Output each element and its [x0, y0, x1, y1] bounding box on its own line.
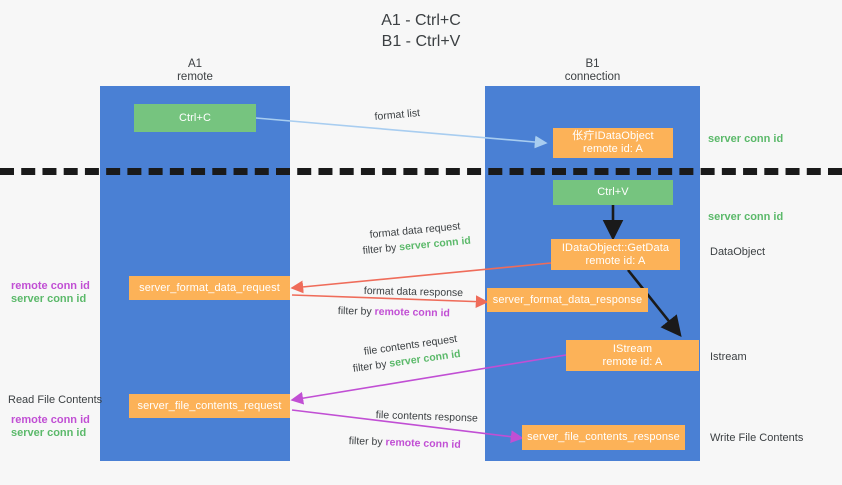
- right-label-server-conn-id-mid: server conn id: [708, 211, 784, 223]
- node-ctrl-c[interactable]: Ctrl+C: [134, 104, 256, 132]
- edge-label-format-data-response: format data response: [363, 284, 464, 300]
- filter-prefix: filter by: [362, 241, 400, 257]
- filter-prefix: filter by: [352, 357, 391, 375]
- left-label-read-file-contents: Read File Contents: [8, 394, 103, 406]
- left-label-remote-conn-id-upper: remote conn id: [11, 280, 90, 292]
- left-label-remote-conn-id-lower: remote conn id: [11, 414, 90, 426]
- edge-label-file-contents-response: file contents response: [375, 408, 479, 425]
- right-label-server-conn-id-top: server conn id: [708, 133, 784, 145]
- node-idataobject-getdata[interactable]: IDataObject::GetData remote id: A: [551, 239, 680, 270]
- diagram-title: A1 - Ctrl+C B1 - Ctrl+V: [381, 12, 461, 50]
- filter-prefix: filter by: [348, 434, 386, 449]
- right-label-write-file-contents: Write File Contents: [710, 432, 804, 444]
- edge-label-format-list: format list: [374, 107, 421, 123]
- node-server-file-contents-response[interactable]: server_file_contents_response: [522, 425, 685, 450]
- filter-key-remote-conn-id: remote conn id: [374, 305, 450, 320]
- right-label-dataobject: DataObject: [710, 246, 766, 258]
- edge-label-file-contents-response-filter: filter by remote conn id: [349, 434, 461, 452]
- right-label-istream: Istream: [710, 351, 747, 363]
- node-server-format-data-request[interactable]: server_format_data_request: [129, 276, 290, 300]
- filter-key-remote-conn-id: remote conn id: [385, 436, 461, 451]
- left-label-server-conn-id-lower: server conn id: [11, 427, 87, 439]
- lane-header-b1-connection: B1 connection: [564, 58, 621, 83]
- edge-label-format-data-response-filter: filter by remote conn id: [338, 304, 450, 320]
- left-label-server-conn-id-upper: server conn id: [11, 293, 87, 305]
- node-server-file-contents-request[interactable]: server_file_contents_request: [129, 394, 290, 418]
- node-istream[interactable]: IStream remote id: A: [566, 340, 699, 371]
- phase-divider: [0, 168, 842, 175]
- node-idataobject[interactable]: 伥疔IDataObject remote id: A: [553, 128, 673, 158]
- lane-header-a1-remote: A1 remote: [177, 58, 213, 83]
- node-server-format-data-response[interactable]: server_format_data_response: [487, 288, 648, 312]
- node-ctrl-v[interactable]: Ctrl+V: [553, 180, 673, 205]
- filter-prefix: filter by: [337, 304, 375, 318]
